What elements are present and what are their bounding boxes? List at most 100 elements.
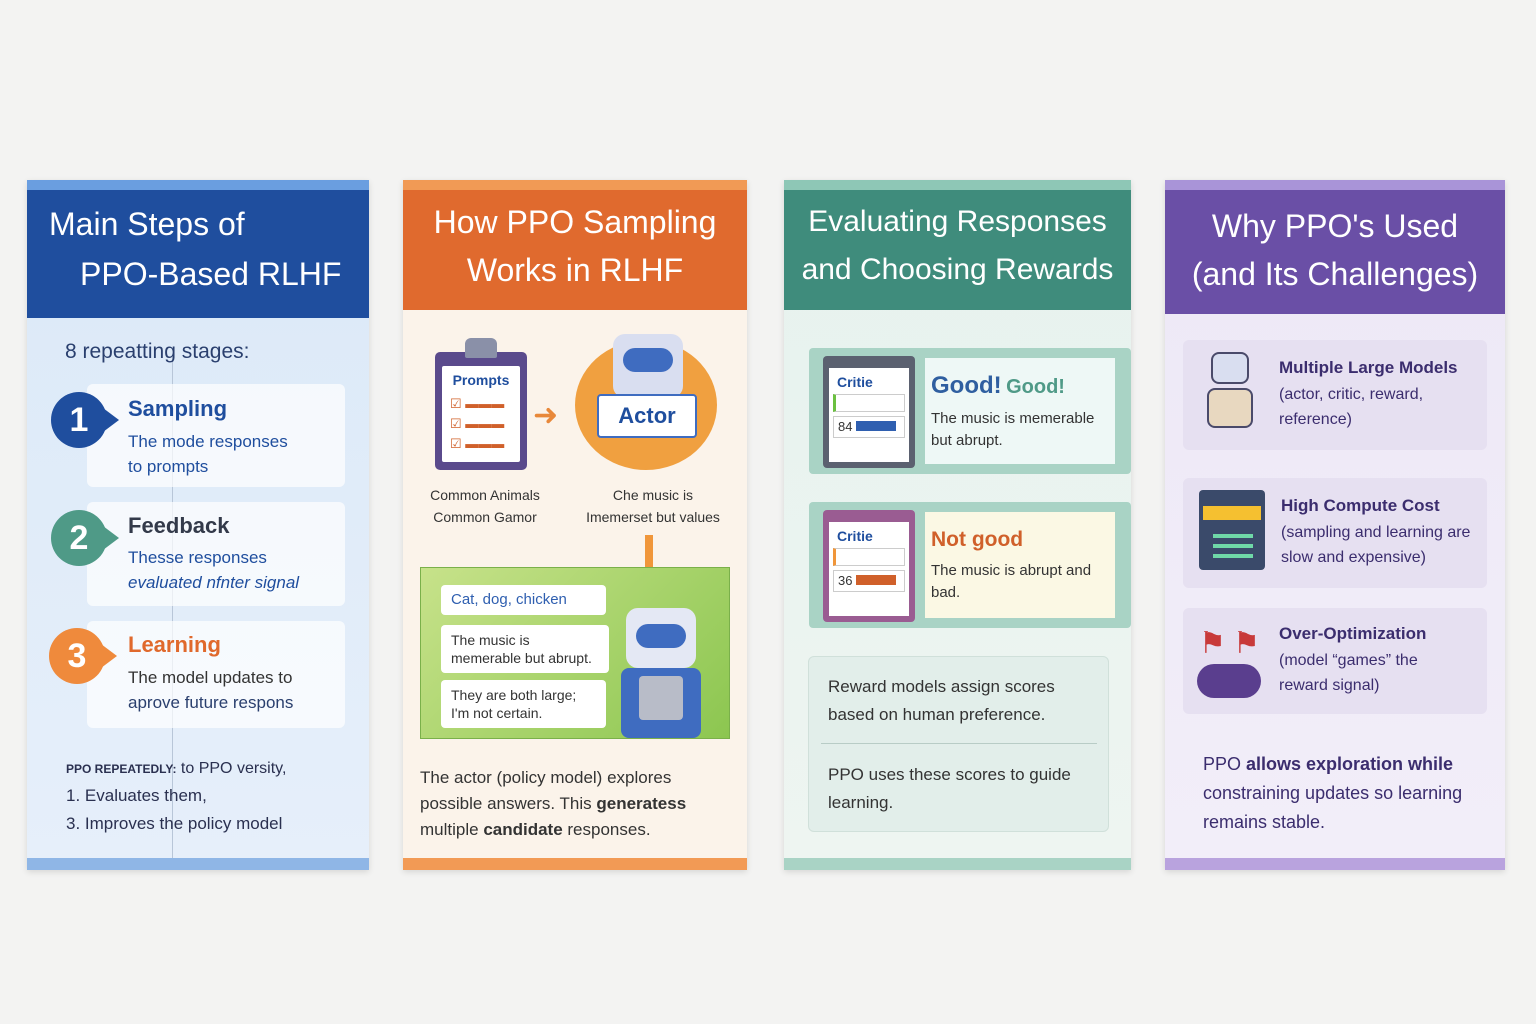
title-line2: and Choosing Rewards <box>801 253 1114 286</box>
actor-robot-icon: Actor <box>575 334 717 470</box>
step-card-sampling <box>87 384 345 487</box>
step-desc: The model updates to <box>128 668 293 687</box>
step-title: Feedback <box>128 513 230 538</box>
arrow-down-icon <box>645 535 653 570</box>
evaluation-bad: Critie 36 Not good The music is abrupt a… <box>809 502 1131 628</box>
step-card-learning <box>87 621 345 728</box>
accent-bar <box>27 180 369 190</box>
text: PPO <box>1203 754 1247 774</box>
challenge-card: ⚑ ⚑ Over-Optimization (model “games” the… <box>1183 608 1487 714</box>
challenge-title: Multiple Large Models <box>1279 358 1458 377</box>
step-number-3: 3 <box>49 628 117 684</box>
summary-head: PPO REPEATEDLY: to PPO versity, <box>66 760 286 778</box>
title-line2: (and Its Challenges) <box>1191 256 1479 292</box>
footer-bar <box>403 858 747 870</box>
step-desc: aprove future respons <box>128 693 294 712</box>
panel-evaluating: Evaluating Responses and Choosing Reward… <box>784 180 1131 870</box>
step-desc: evaluated nfnter signal <box>128 573 300 592</box>
caption-line: Che music is <box>612 487 694 503</box>
accent-bar <box>784 180 1131 190</box>
critic-label: Critie <box>837 374 873 390</box>
step-card-feedback <box>87 502 345 606</box>
actor-label: Actor <box>597 394 697 438</box>
title-line1: Main Steps of <box>49 206 245 242</box>
title-line1: Why PPO's Used <box>1211 208 1459 244</box>
note: Reward models assign scores based on hum… <box>828 677 1055 724</box>
panel-main-steps: Main Steps of PPO-Based RLHF 8 repeattin… <box>27 180 369 870</box>
critic-score: 84 <box>838 419 853 434</box>
critic-clipboard-icon: Critie 84 <box>823 356 915 468</box>
clipboard-label: Prompts <box>452 372 510 388</box>
challenge-desc: (model “games” the reward signal) <box>1279 652 1418 694</box>
summary-tail: to PPO versity, <box>180 760 287 777</box>
challenge-card: Multiple Large Models (actor, critic, re… <box>1183 340 1487 450</box>
step-desc: The mode responses <box>128 432 288 451</box>
verdict-card: Good! Good! The music is memerable but a… <box>925 358 1115 464</box>
panel-header: Main Steps of PPO-Based RLHF <box>27 180 369 318</box>
caption-line: Imemerset but values <box>586 509 720 525</box>
panel-how-sampling: How PPO Sampling Works in RLHF Prompts ☑… <box>403 180 747 870</box>
response-bubble: The music is memerable but abrupt. <box>441 625 609 673</box>
text: constraining updates so learning remains… <box>1203 783 1463 832</box>
panel-why-ppo: Why PPO's Used (and Its Challenges) Mult… <box>1165 180 1505 870</box>
footer-bar <box>27 858 369 870</box>
challenge-title: High Compute Cost <box>1281 496 1440 515</box>
critic-score: 36 <box>838 573 853 588</box>
critic-clipboard-icon: Critie 36 <box>823 510 915 622</box>
challenge-desc: (sampling and learning are slow and expe… <box>1281 524 1471 566</box>
step-number-1: 1 <box>51 392 119 448</box>
accent-bar <box>1165 180 1505 190</box>
evaluation-good: Critie 84 Good! Good! The music is memer… <box>809 348 1131 474</box>
verdict: Not good <box>931 528 1024 551</box>
verdict-text: The music is memerable but abrupt. <box>931 410 1095 449</box>
panel-header: Evaluating Responses and Choosing Reward… <box>784 180 1131 310</box>
step-desc: to prompts <box>128 457 209 476</box>
text: multiple <box>420 820 484 839</box>
timeline-line <box>172 355 173 870</box>
robot-icon <box>626 608 696 668</box>
verdict: Good! <box>931 372 1002 399</box>
critic-label: Critie <box>837 528 873 544</box>
notes-box: Reward models assign scores based on hum… <box>808 656 1109 832</box>
panel-header: Why PPO's Used (and Its Challenges) <box>1165 180 1505 314</box>
challenge-card: High Compute Cost (sampling and learning… <box>1183 478 1487 588</box>
step-title: Sampling <box>128 396 228 421</box>
footer-bar <box>784 858 1131 870</box>
challenge-desc: (actor, critic, reward, reference) <box>1279 386 1424 428</box>
panel-header: How PPO Sampling Works in RLHF <box>403 180 747 310</box>
verdict-secondary: Good! <box>1006 376 1065 398</box>
caption-line: Common Gamor <box>433 509 537 525</box>
response-bubble: Cat, dog, chicken <box>441 585 606 615</box>
caption-right: Che music is Imemerset but values <box>563 484 743 528</box>
responses-box: Cat, dog, chicken The music is memerable… <box>420 567 730 739</box>
step-desc: Thesse responses <box>128 548 267 567</box>
challenge-title: Over-Optimization <box>1279 624 1427 643</box>
robots-icon <box>1203 352 1257 432</box>
summary-label: PPO REPEATEDLY: <box>66 762 177 776</box>
explanation-text: The actor (policy model) explores possib… <box>420 765 735 843</box>
note: PPO uses these scores to guide learning. <box>828 765 1071 812</box>
step-title: Learning <box>128 632 221 657</box>
title-line1: Evaluating Responses <box>808 205 1107 238</box>
divider <box>821 743 1097 744</box>
arrow-right-icon: ➜ <box>533 399 559 432</box>
text-bold: generatess <box>596 794 687 813</box>
summary-item: 1. Evaluates them, <box>66 786 207 805</box>
text: responses. <box>562 820 651 839</box>
footer-bar <box>1165 858 1505 870</box>
verdict-card: Not good The music is abrupt and bad. <box>925 512 1115 618</box>
title-line1: How PPO Sampling <box>433 204 717 240</box>
caption-line: Common Animals <box>430 487 540 503</box>
response-bubble: They are both large; I'm not certain. <box>441 680 606 728</box>
text-bold: allows exploration while <box>1246 754 1454 774</box>
robot-body <box>621 668 701 738</box>
title-line2: PPO-Based RLHF <box>80 256 342 292</box>
clipboard-icon: Prompts ☑ ▬▬▬☑ ▬▬▬☑ ▬▬▬ <box>435 338 527 470</box>
conclusion-text: PPO allows exploration while constrainin… <box>1203 750 1495 837</box>
server-icon <box>1199 490 1265 570</box>
intro-text: 8 repeatting stages: <box>65 340 250 363</box>
summary-item: 3. Improves the policy model <box>66 814 283 833</box>
step-number-2: 2 <box>51 510 119 566</box>
gamepad-icon: ⚑ ⚑ <box>1197 626 1267 702</box>
